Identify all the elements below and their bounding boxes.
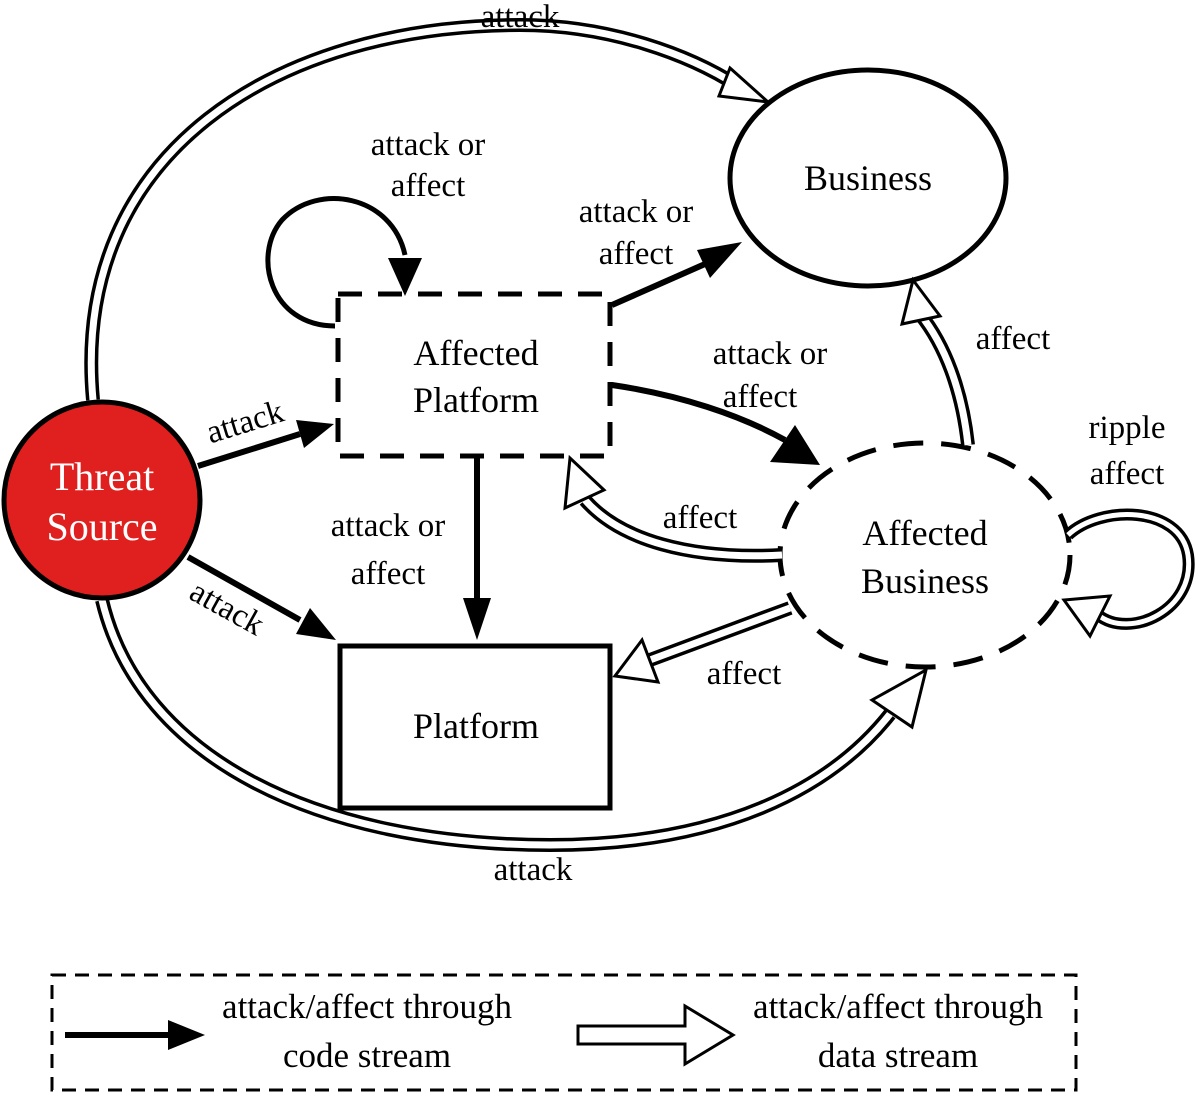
edge-affected-business-to-affected-platform	[563, 454, 783, 563]
affected-platform-label-line2: Platform	[413, 380, 539, 420]
edge-affected-platform-self-loop	[265, 196, 422, 329]
edge-affected-business-to-business	[899, 276, 975, 446]
edge-threat-to-platform	[186, 554, 336, 640]
edge-top-attack-data-stream	[84, 17, 773, 401]
solid-arrowhead	[697, 242, 742, 278]
self-loop-label-line1: attack or	[371, 127, 486, 163]
hollow-arrowhead	[716, 65, 773, 105]
affected-business-node	[777, 440, 1073, 670]
affected-platform-label-line1: Affected	[413, 333, 538, 373]
platform-label: Platform	[413, 706, 539, 746]
edge-threat-to-affected-platform	[197, 420, 334, 469]
top-attack-label: attack	[481, 0, 560, 35]
legend-frame	[50, 973, 1078, 1092]
platform-node	[337, 643, 613, 811]
hollow-arrowhead	[1061, 594, 1113, 639]
hollow-arrowhead	[899, 276, 943, 326]
business-label: Business	[804, 158, 932, 198]
legend-data-stream-line2: data stream	[818, 1036, 978, 1075]
solid-arrowhead	[463, 598, 491, 640]
hollow-arrowhead	[563, 454, 607, 511]
ab-to-platform-label: affect	[707, 656, 782, 692]
solid-arrowhead	[296, 420, 334, 448]
ap-to-business-label-line1: attack or	[579, 194, 694, 230]
legend-code-stream-line2: code stream	[283, 1036, 451, 1075]
threat-source-node	[1, 399, 203, 601]
edge-affected-business-to-platform	[612, 601, 793, 684]
solid-arrowhead	[296, 608, 336, 640]
ap-to-platform-label-line2: affect	[351, 556, 426, 592]
self-loop-label-line2: affect	[391, 168, 466, 204]
ripple-label-line2: affect	[1090, 456, 1165, 492]
business-node	[727, 67, 1009, 289]
ab-to-ap-label: affect	[663, 500, 738, 536]
bottom-attack-label: attack	[494, 852, 573, 888]
edge-affected-platform-to-affected-business	[611, 382, 820, 465]
legend-code-stream-line1: attack/affect through	[222, 987, 512, 1026]
hollow-arrowhead	[869, 667, 929, 730]
threat-source-label-line1: Threat	[50, 454, 154, 499]
threat-source-label-line2: Source	[46, 504, 157, 549]
legend-code-stream-arrow	[65, 1020, 205, 1050]
threat-to-platform-label: attack	[184, 573, 271, 643]
edge-bottom-attack-data-stream	[95, 598, 929, 853]
ripple-label-line1: ripple	[1089, 410, 1166, 446]
solid-arrowhead	[770, 425, 820, 465]
legend-data-stream-arrow	[576, 1003, 736, 1067]
hollow-arrowhead	[612, 636, 661, 684]
edge-ripple-self-loop	[1061, 508, 1195, 639]
affected-platform-node	[335, 291, 613, 459]
ap-to-business-label-line2: affect	[599, 236, 674, 272]
ab-to-business-label: affect	[976, 321, 1051, 357]
legend: attack/affect through code stream attack…	[50, 973, 1078, 1092]
affected-business-label-line1: Affected	[862, 513, 987, 553]
solid-arrowhead	[168, 1020, 205, 1050]
ap-to-platform-label-line1: attack or	[331, 508, 446, 544]
ap-to-ab-label-line1: attack or	[713, 336, 828, 372]
ap-to-ab-label-line2: affect	[723, 379, 798, 415]
legend-data-stream-line1: attack/affect through	[753, 987, 1043, 1026]
hollow-arrow	[576, 1003, 736, 1067]
solid-arrowhead	[388, 258, 422, 296]
edge-affected-platform-to-platform	[463, 456, 491, 640]
affected-business-label-line2: Business	[861, 561, 989, 601]
edge-affected-platform-to-business	[610, 242, 742, 308]
